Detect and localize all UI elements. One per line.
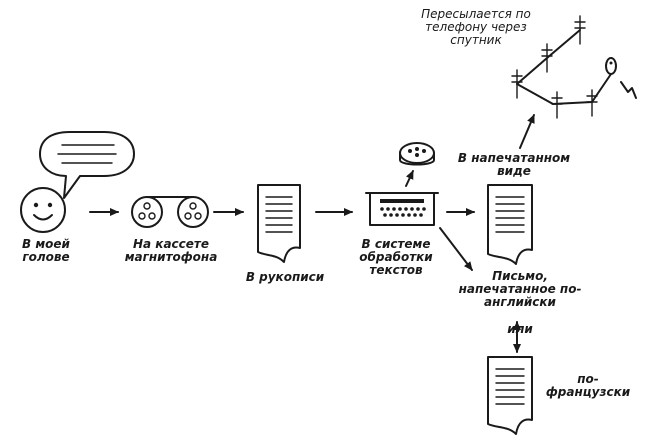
label-or: или bbox=[507, 322, 533, 336]
smiley-face-icon bbox=[20, 187, 66, 233]
satellite-network-icon bbox=[511, 15, 637, 119]
document-icon bbox=[257, 184, 301, 263]
word-processor-icon bbox=[365, 192, 439, 226]
arrow-processor-to-letter bbox=[439, 227, 473, 271]
label-english-letter: Письмо, напечатанное по-английски bbox=[458, 269, 582, 309]
label-satellite: Пересылается по телефону через спутник bbox=[421, 7, 531, 47]
tape-cassette-icon bbox=[131, 196, 209, 228]
document-icon bbox=[487, 184, 533, 265]
arrow-processor-to-disk bbox=[405, 170, 414, 187]
label-head: В моей голове bbox=[22, 237, 70, 264]
label-french: по-французски bbox=[545, 372, 631, 399]
label-word-processor: В системе обработки текстов bbox=[359, 237, 433, 277]
arrow-printed-to-satellite bbox=[519, 114, 535, 149]
document-icon bbox=[487, 356, 533, 435]
label-cassette: На кассете магнитофона bbox=[124, 237, 218, 264]
label-manuscript: В рукописи bbox=[245, 270, 325, 284]
floppy-disk-icon bbox=[399, 142, 435, 166]
label-printed: В напечатанном виде bbox=[457, 151, 571, 178]
speech-bubble-icon bbox=[39, 131, 135, 199]
